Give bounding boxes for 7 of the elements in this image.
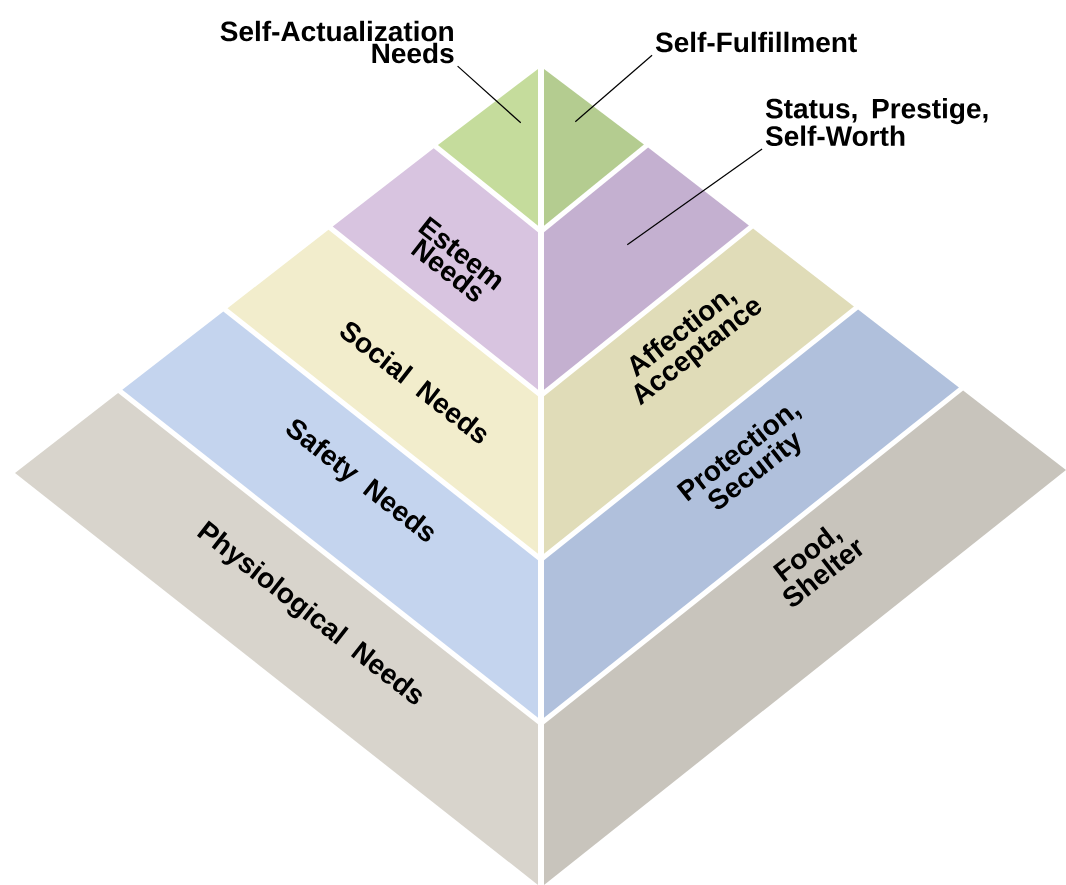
leader-line <box>626 148 763 246</box>
callout-label: Self-Fulfillment <box>655 31 857 53</box>
callout-label: Self-Actualization Needs <box>220 20 454 64</box>
pyramid-tip <box>544 69 644 226</box>
callout-label: Status, Prestige, Self-Worth <box>765 97 988 147</box>
leader-line <box>574 54 653 123</box>
leader-line <box>457 65 522 124</box>
